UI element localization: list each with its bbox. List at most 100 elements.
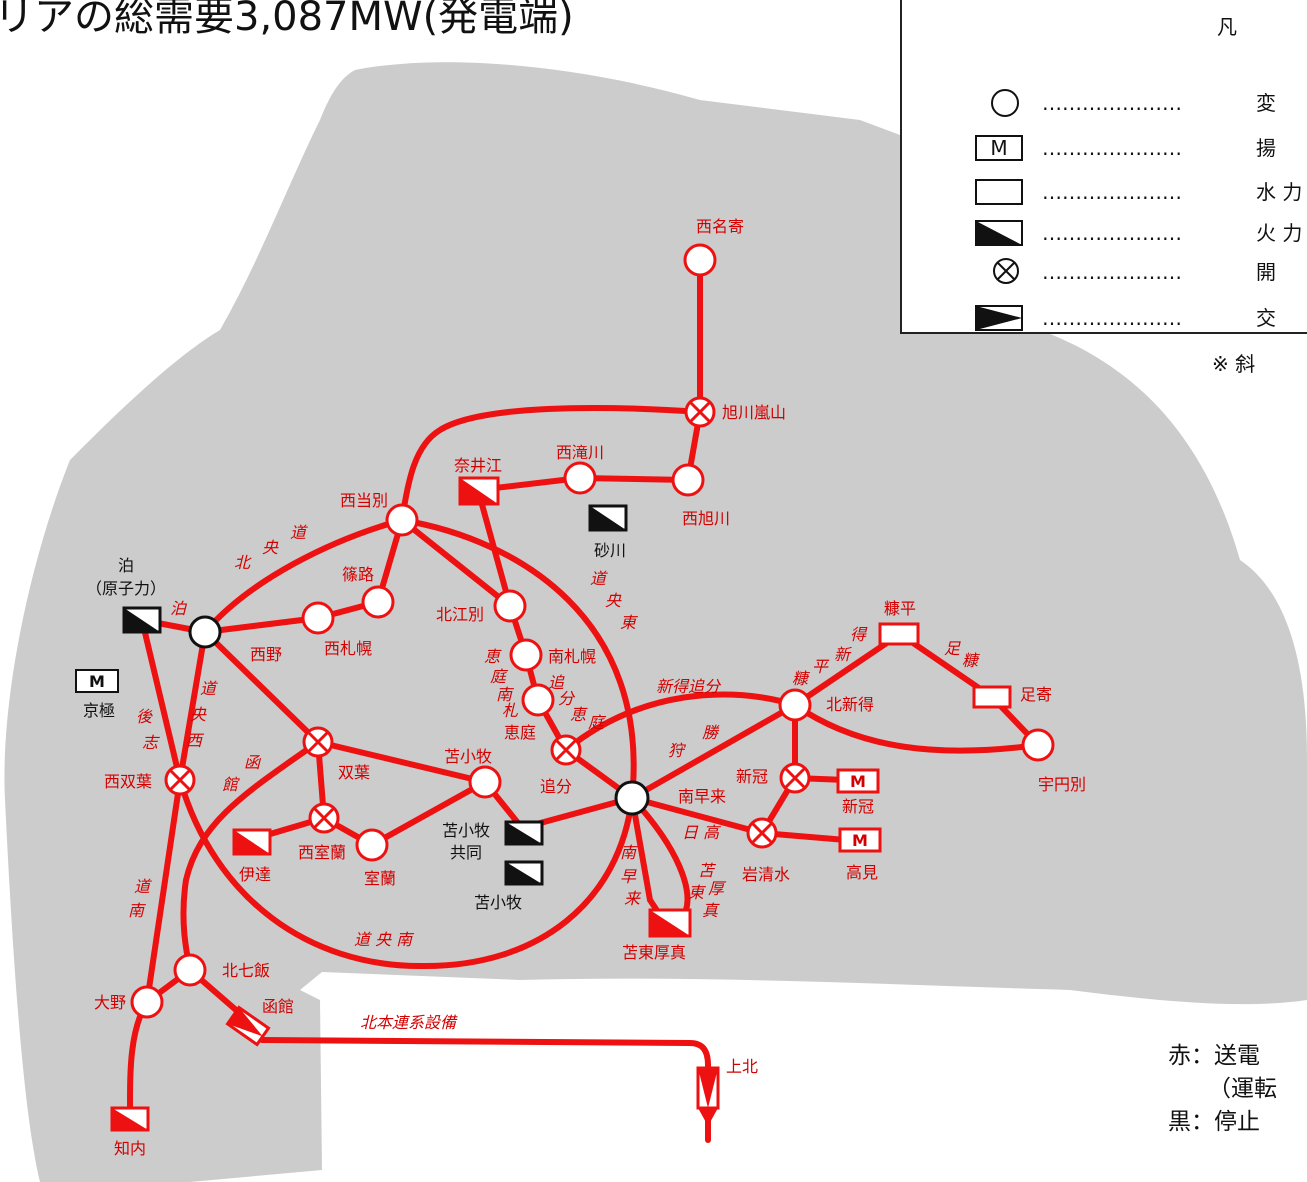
label-kta-3: 厚 bbox=[708, 879, 727, 898]
node-nishimuroran[interactable] bbox=[308, 802, 340, 834]
label-tn-4: 糠 bbox=[792, 669, 811, 688]
converter-kamikita[interactable] bbox=[696, 1066, 720, 1110]
label-kitanana: 北七飯 bbox=[222, 961, 270, 980]
line-tomakomai-muroran bbox=[369, 779, 488, 848]
label-muroran: 室蘭 bbox=[364, 869, 396, 888]
substation-circle-icon bbox=[991, 89, 1019, 117]
node-shinoro[interactable] bbox=[361, 585, 395, 619]
note-line-2: （運転 bbox=[1208, 1076, 1277, 1102]
line-minamihayakita-atsuma1 bbox=[629, 795, 661, 915]
label-dochuo-higashi-1: 道 bbox=[590, 569, 608, 588]
node-ono[interactable] bbox=[130, 985, 164, 1019]
label-tomatoatsuma: 苫東厚真 bbox=[622, 943, 686, 962]
label-nishimuroran: 西室蘭 bbox=[298, 843, 346, 862]
plant-sunagawa[interactable] bbox=[588, 504, 628, 532]
label-hakodate-line-1: 函 bbox=[244, 753, 262, 772]
label-kachikari-2: 勝 bbox=[702, 723, 720, 742]
label-naie: 奈井江 bbox=[454, 456, 502, 475]
line-kitashintoku-utanbetsu bbox=[792, 702, 1041, 754]
converters bbox=[225, 1005, 720, 1110]
label-tomari-line: 泊 bbox=[170, 599, 188, 618]
label-kyodo-1: 苫小牧 bbox=[442, 821, 490, 840]
node-eniwa[interactable] bbox=[521, 683, 555, 717]
node-shinkappu[interactable] bbox=[779, 762, 811, 794]
node-nishino[interactable] bbox=[188, 615, 222, 649]
note-line-3: 黒：停止 bbox=[1168, 1109, 1260, 1135]
legend-dots-1: ………………… bbox=[1042, 91, 1182, 115]
label-tomari: 泊 bbox=[118, 556, 134, 575]
label-ono: 大野 bbox=[94, 993, 126, 1012]
label-iwashimizu: 岩清水 bbox=[742, 865, 790, 884]
switching-station-icon bbox=[993, 258, 1019, 284]
arrowhead-icon bbox=[698, 1108, 718, 1126]
node-nishiasahikawa[interactable] bbox=[671, 463, 705, 497]
plant-date[interactable] bbox=[232, 828, 272, 856]
label-kitashintoku: 北新得 bbox=[826, 695, 874, 714]
node-oiwake[interactable] bbox=[550, 734, 582, 766]
node-nishinayoro[interactable] bbox=[683, 243, 717, 277]
converter-hakodate[interactable] bbox=[225, 1005, 271, 1047]
ac-dc-converter-icon bbox=[975, 305, 1023, 331]
node-iwashimizu[interactable] bbox=[746, 817, 778, 849]
thermal-plants-red bbox=[110, 476, 692, 1132]
label-nishitakikawa: 西滝川 bbox=[556, 443, 604, 462]
label-dochuo-minami: 道 央 南 bbox=[354, 930, 415, 949]
label-hidaka: 日 高 bbox=[682, 823, 721, 842]
plant-nukabira[interactable] bbox=[878, 622, 920, 646]
takami-mark: M bbox=[852, 831, 868, 850]
legend-item-4: 火 力 bbox=[1256, 221, 1302, 245]
node-minamihayakita[interactable] bbox=[614, 780, 650, 816]
plant-tomakomai[interactable] bbox=[504, 860, 544, 886]
label-minamihayakita: 南早来 bbox=[678, 787, 726, 806]
label-dochuo-higashi-3: 東 bbox=[620, 613, 639, 632]
page-title: リアの総需要3,087MW(発電端) bbox=[0, 0, 574, 40]
node-nishitoubetsu[interactable] bbox=[385, 503, 419, 537]
plant-naie[interactable] bbox=[458, 476, 500, 506]
line-dochuo-kita bbox=[202, 517, 405, 635]
plant-kyogoku[interactable]: M bbox=[75, 669, 119, 693]
label-kta-4: 真 bbox=[702, 901, 720, 920]
node-nishitakikawa[interactable] bbox=[563, 461, 597, 495]
plant-tomakomai-kyodo[interactable] bbox=[504, 820, 544, 846]
node-minamisapporo[interactable] bbox=[509, 638, 543, 672]
label-dochuo-higashi-2: 央 bbox=[605, 591, 622, 610]
line-dochuo-nishi bbox=[177, 629, 208, 783]
label-kamikita: 上北 bbox=[726, 1057, 758, 1076]
node-tomakomai[interactable] bbox=[468, 765, 502, 799]
label-nishiasahikawa: 西旭川 bbox=[682, 509, 730, 528]
label-nishisapporo: 西札幌 bbox=[324, 639, 372, 658]
label-shinkappu: 新冠 bbox=[736, 767, 768, 786]
node-utanbetsu[interactable] bbox=[1021, 728, 1055, 762]
label-dochuo-kita-3: 北 bbox=[234, 553, 252, 572]
legend: 凡 ………………… 変 M ………………… 揚 ………………… 水 力 …………… bbox=[900, 0, 1307, 376]
plant-shiriuchi[interactable] bbox=[110, 1106, 150, 1132]
node-nishifutaba[interactable] bbox=[164, 764, 196, 796]
plant-ashoro[interactable] bbox=[972, 685, 1012, 709]
legend-item-1: 変 bbox=[1256, 91, 1276, 115]
plant-shinkappu[interactable]: M bbox=[836, 768, 880, 794]
node-kitanana[interactable] bbox=[173, 953, 207, 987]
plant-tomatoatsuma[interactable] bbox=[648, 908, 692, 938]
hydro-plants bbox=[878, 622, 1012, 709]
line-kachikari bbox=[629, 702, 798, 801]
node-futaba[interactable] bbox=[302, 726, 334, 758]
label-shinkappu-ps: 新冠 bbox=[842, 797, 874, 816]
plant-tomari[interactable] bbox=[122, 606, 162, 634]
label-shintoku-oiwake: 新得追分 bbox=[656, 677, 722, 696]
node-nishisapporo[interactable] bbox=[301, 601, 335, 635]
label-oe-4: 庭 bbox=[588, 713, 607, 732]
node-kitaebetsu[interactable] bbox=[493, 589, 527, 623]
line-minamihayakita-atsuma2 bbox=[629, 795, 691, 913]
plant-takami[interactable]: M bbox=[838, 827, 882, 853]
label-nishino: 西野 bbox=[250, 645, 282, 664]
label-nishinayoro: 西名寄 bbox=[696, 217, 744, 236]
line-dochuo-minami bbox=[177, 777, 635, 970]
node-muroran[interactable] bbox=[355, 828, 389, 862]
shinkappu-mark: M bbox=[850, 772, 866, 791]
node-kitashintoku[interactable] bbox=[778, 688, 812, 722]
pumped-storage: M M M bbox=[75, 669, 882, 853]
note-line-1: 赤：送電 bbox=[1168, 1043, 1260, 1069]
label-em-1: 恵 bbox=[484, 647, 502, 666]
node-arashiyama[interactable] bbox=[684, 396, 716, 428]
